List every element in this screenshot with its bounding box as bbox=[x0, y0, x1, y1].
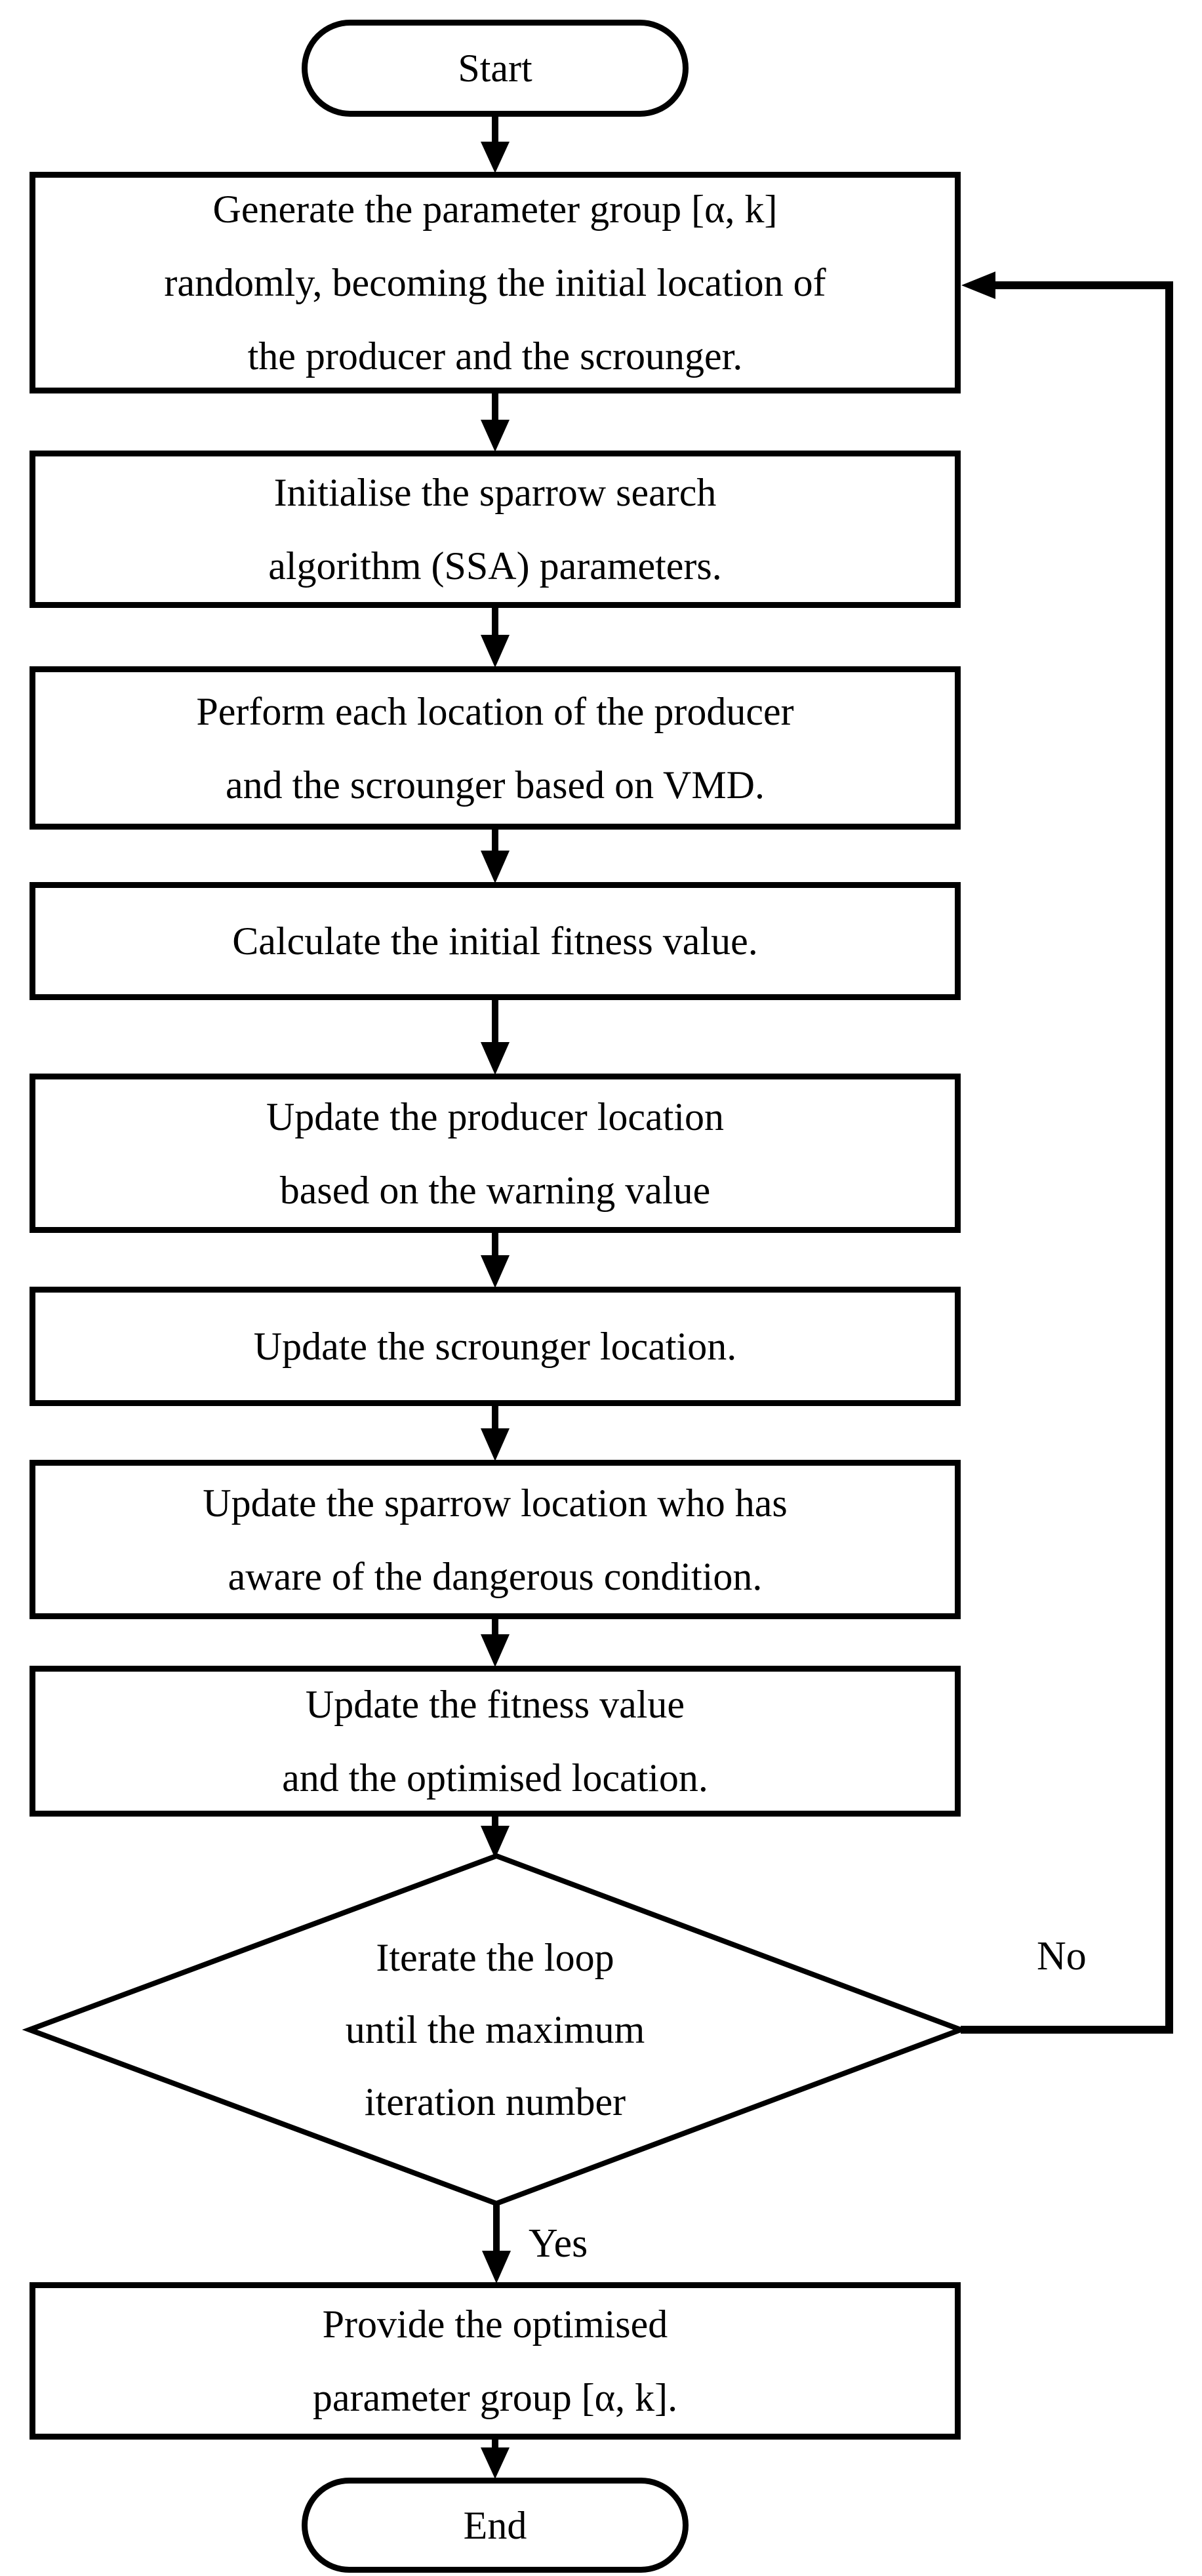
node-perform-vmd: Perform each location of the producer an… bbox=[30, 666, 961, 830]
node-update-producer-label: Update the producer location based on th… bbox=[266, 1095, 725, 1212]
arrow-decision-yes bbox=[482, 2204, 511, 2284]
node-calculate-fitness-label: Calculate the initial fitness value. bbox=[232, 919, 758, 963]
node-provide-parameters-label: Provide the optimised parameter group [α… bbox=[312, 2303, 678, 2419]
node-provide-parameters: Provide the optimised parameter group [α… bbox=[30, 2282, 961, 2440]
node-update-scrounger-label: Update the scrounger location. bbox=[253, 1325, 737, 1368]
edge-label-no: No bbox=[1033, 1935, 1091, 1978]
arrow-initialise-to-perform bbox=[481, 608, 510, 668]
node-generate-parameters-label: Generate the parameter group [α, k] rand… bbox=[164, 188, 826, 378]
node-end: End bbox=[302, 2478, 689, 2573]
arrow-fitness-to-decision bbox=[481, 1817, 510, 1859]
arrow-generate-to-initialise bbox=[481, 393, 510, 452]
node-initialise-ssa-label: Initialise the sparrow search algorithm … bbox=[268, 471, 722, 588]
no-label-text: No bbox=[1037, 1934, 1087, 1979]
arrow-calculate-to-producer bbox=[481, 1000, 510, 1075]
node-update-sparrow-label: Update the sparrow location who has awar… bbox=[203, 1481, 788, 1598]
arrow-producer-to-scrounger bbox=[481, 1233, 510, 1288]
yes-label-text: Yes bbox=[529, 2221, 588, 2266]
node-update-scrounger: Update the scrounger location. bbox=[30, 1287, 961, 1406]
arrow-scrounger-to-sparrow bbox=[481, 1406, 510, 1461]
node-generate-parameters: Generate the parameter group [α, k] rand… bbox=[30, 172, 961, 393]
node-update-fitness: Update the fitness value and the optimis… bbox=[30, 1666, 961, 1817]
node-calculate-fitness: Calculate the initial fitness value. bbox=[30, 882, 961, 1000]
node-iteration-decision-label: Iterate the loop until the maximum itera… bbox=[345, 1936, 645, 2123]
arrow-decision-no-loop bbox=[961, 272, 1173, 2034]
node-initialise-ssa: Initialise the sparrow search algorithm … bbox=[30, 451, 961, 608]
arrow-provide-to-end bbox=[481, 2440, 510, 2479]
arrow-perform-to-calculate bbox=[481, 830, 510, 883]
arrow-start-to-generate bbox=[481, 117, 510, 173]
node-update-sparrow: Update the sparrow location who has awar… bbox=[30, 1460, 961, 1619]
node-end-label: End bbox=[463, 2503, 527, 2547]
arrow-sparrow-to-fitness bbox=[481, 1619, 510, 1667]
node-iteration-decision: Iterate the loop until the maximum itera… bbox=[167, 1922, 823, 2138]
node-perform-vmd-label: Perform each location of the producer an… bbox=[196, 689, 794, 807]
node-update-fitness-label: Update the fitness value and the optimis… bbox=[282, 1683, 708, 1800]
node-update-producer: Update the producer location based on th… bbox=[30, 1074, 961, 1233]
node-start-label: Start bbox=[458, 47, 532, 90]
node-start: Start bbox=[302, 20, 689, 117]
edge-label-yes: Yes bbox=[525, 2221, 592, 2266]
